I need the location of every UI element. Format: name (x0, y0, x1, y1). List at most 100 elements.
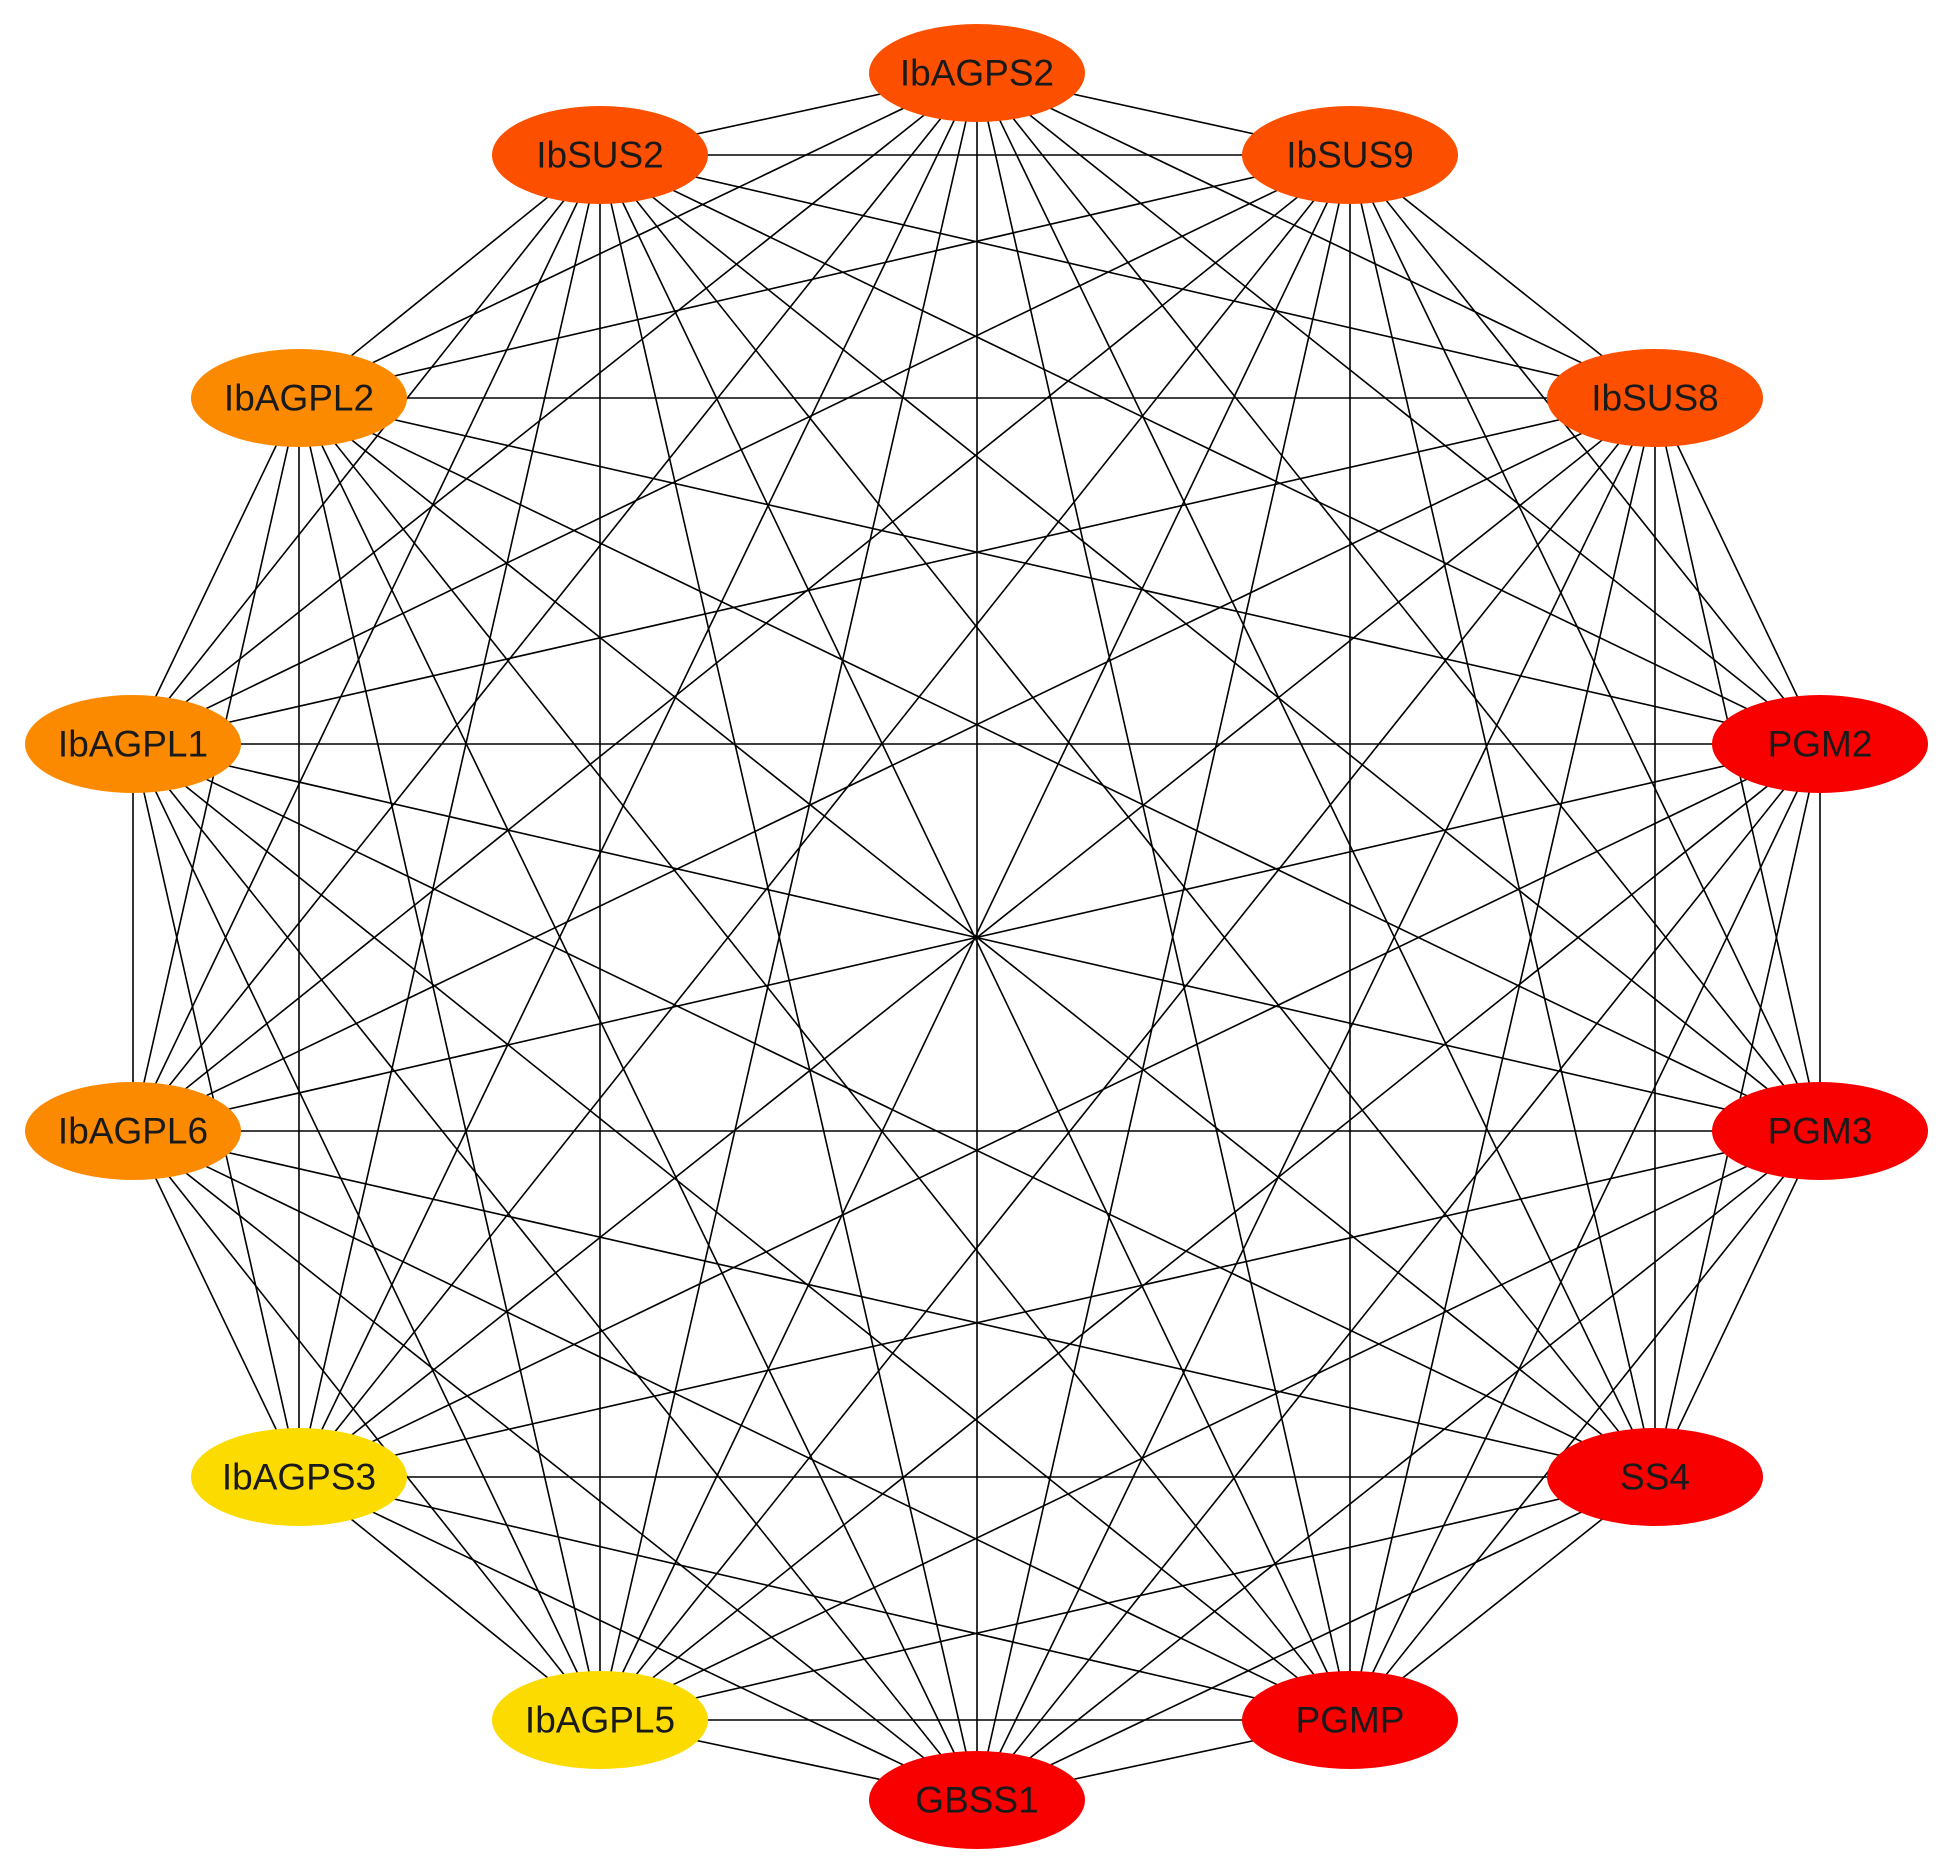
node-IbAGPL2: IbAGPL2 (191, 349, 407, 447)
edge-IbAGPS2-PGMP (976, 72, 1351, 1721)
edge-IbAGPL1-IbAGPL2 (132, 397, 300, 745)
edge-IbSUS8-PGMP (1349, 397, 1656, 1721)
node-IbAGPL5: IbAGPL5 (492, 1671, 708, 1769)
edge-IbSUS8-IbAGPL6 (132, 397, 1656, 1132)
edge-PGM3-IbAGPL5 (599, 1130, 1821, 1721)
edge-IbAGPS2-IbSUS8 (976, 72, 1656, 399)
edge-SS4-IbAGPL1 (132, 743, 1656, 1478)
node-IbSUS9: IbSUS9 (1242, 106, 1458, 204)
edge-IbSUS8-PGM2 (1654, 397, 1821, 745)
node-ellipse-PGMP (1242, 1671, 1458, 1769)
edge-IbAGPL1-IbSUS2 (132, 154, 601, 745)
node-PGM3: PGM3 (1712, 1082, 1928, 1180)
edge-PGM3-IbAGPL2 (298, 397, 1821, 1132)
edge-PGM3-IbSUS2 (599, 154, 1821, 1132)
edge-IbAGPS2-IbAGPS3 (298, 72, 978, 1478)
edge-IbSUS9-GBSS1 (976, 154, 1351, 1801)
edge-IbAGPL5-IbAGPL6 (132, 1130, 601, 1721)
node-ellipse-IbAGPL6 (25, 1082, 241, 1180)
node-ellipse-IbSUS9 (1242, 106, 1458, 204)
node-label-IbAGPS3: IbAGPS3 (222, 1457, 376, 1498)
edge-IbSUS9-IbAGPL2 (298, 154, 1351, 399)
edge-GBSS1-IbSUS2 (599, 154, 978, 1801)
edge-IbSUS9-SS4 (1349, 154, 1656, 1478)
node-IbAGPL6: IbAGPL6 (25, 1082, 241, 1180)
node-IbSUS2: IbSUS2 (492, 106, 708, 204)
edge-IbSUS8-GBSS1 (976, 397, 1656, 1801)
edge-GBSS1-IbAGPL6 (132, 1130, 978, 1801)
node-ellipse-IbAGPL1 (25, 695, 241, 793)
node-label-PGMP: PGMP (1296, 1700, 1405, 1741)
edge-IbSUS9-IbAGPL6 (132, 154, 1351, 1132)
edge-SS4-IbAGPL5 (599, 1476, 1656, 1721)
edge-PGM3-IbAGPS3 (298, 1130, 1821, 1478)
edge-IbSUS8-IbSUS2 (599, 154, 1656, 399)
node-GBSS1: GBSS1 (869, 1751, 1085, 1849)
edge-IbAGPL6-IbSUS2 (132, 154, 601, 1132)
edge-PGM2-PGMP (1349, 743, 1821, 1721)
node-ellipse-IbSUS8 (1547, 349, 1763, 447)
edge-PGM3-SS4 (1654, 1130, 1821, 1478)
node-ellipse-IbAGPL5 (492, 1671, 708, 1769)
edge-PGMP-IbAGPL2 (298, 397, 1351, 1721)
edge-IbAGPS3-IbAGPL6 (132, 1130, 300, 1478)
edge-IbAGPS3-IbSUS2 (298, 154, 601, 1478)
node-label-IbAGPS2: IbAGPS2 (900, 53, 1054, 94)
edge-PGM2-IbAGPS3 (298, 743, 1821, 1478)
edge-GBSS1-IbAGPL1 (132, 743, 978, 1801)
network-edges (132, 72, 1821, 1801)
node-label-IbSUS2: IbSUS2 (536, 135, 664, 176)
edge-SS4-IbAGPL6 (132, 1130, 1656, 1478)
edge-IbAGPL5-IbAGPL1 (132, 743, 601, 1721)
edge-PGM3-PGMP (1349, 1130, 1821, 1721)
edge-IbAGPS2-PGM2 (976, 72, 1821, 745)
node-ellipse-GBSS1 (869, 1751, 1085, 1849)
edge-IbAGPS2-IbAGPL5 (599, 72, 978, 1721)
node-PGM2: PGM2 (1712, 695, 1928, 793)
node-label-IbAGPL1: IbAGPL1 (58, 724, 208, 765)
edge-IbAGPL5-IbAGPL2 (298, 397, 601, 1721)
node-ellipse-IbAGPL2 (191, 349, 407, 447)
node-label-IbSUS8: IbSUS8 (1591, 378, 1719, 419)
edge-PGMP-IbAGPS3 (298, 1476, 1351, 1721)
node-label-SS4: SS4 (1620, 1457, 1690, 1498)
edge-IbSUS8-IbAGPL5 (599, 397, 1656, 1721)
node-IbSUS8: IbSUS8 (1547, 349, 1763, 447)
edge-PGM2-IbAGPL2 (298, 397, 1821, 745)
node-label-IbSUS9: IbSUS9 (1286, 135, 1414, 176)
edge-SS4-GBSS1 (976, 1476, 1656, 1801)
node-IbAGPL1: IbAGPL1 (25, 695, 241, 793)
edge-IbSUS8-IbAGPL1 (132, 397, 1656, 745)
node-label-PGM3: PGM3 (1768, 1111, 1873, 1152)
node-IbAGPS3: IbAGPS3 (191, 1428, 407, 1526)
edge-IbAGPS2-IbAGPL1 (132, 72, 978, 745)
node-PGMP: PGMP (1242, 1671, 1458, 1769)
edge-PGM2-IbSUS2 (599, 154, 1821, 745)
edge-PGMP-IbAGPL1 (132, 743, 1351, 1721)
node-SS4: SS4 (1547, 1428, 1763, 1526)
edge-PGM2-IbAGPL5 (599, 743, 1821, 1721)
node-label-GBSS1: GBSS1 (915, 1780, 1038, 1821)
edge-PGMP-IbAGPL6 (132, 1130, 1351, 1721)
node-ellipse-PGM3 (1712, 1082, 1928, 1180)
node-ellipse-IbSUS2 (492, 106, 708, 204)
edge-IbSUS9-PGM2 (1349, 154, 1821, 745)
node-label-IbAGPL5: IbAGPL5 (525, 1700, 675, 1741)
edge-PGM3-GBSS1 (976, 1130, 1821, 1801)
node-label-IbAGPL2: IbAGPL2 (224, 378, 374, 419)
node-ellipse-IbAGPS3 (191, 1428, 407, 1526)
edge-GBSS1-IbAGPL2 (298, 397, 978, 1801)
edge-IbSUS9-PGM3 (1349, 154, 1821, 1132)
edge-SS4-IbSUS2 (599, 154, 1656, 1478)
node-ellipse-IbAGPS2 (869, 24, 1085, 122)
node-label-PGM2: PGM2 (1768, 724, 1873, 765)
edge-SS4-IbAGPL2 (298, 397, 1656, 1478)
edge-PGMP-IbSUS2 (599, 154, 1351, 1721)
node-IbAGPS2: IbAGPS2 (869, 24, 1085, 122)
node-ellipse-SS4 (1547, 1428, 1763, 1526)
edge-GBSS1-IbAGPS3 (298, 1476, 978, 1801)
edge-IbAGPS2-SS4 (976, 72, 1656, 1478)
node-ellipse-PGM2 (1712, 695, 1928, 793)
